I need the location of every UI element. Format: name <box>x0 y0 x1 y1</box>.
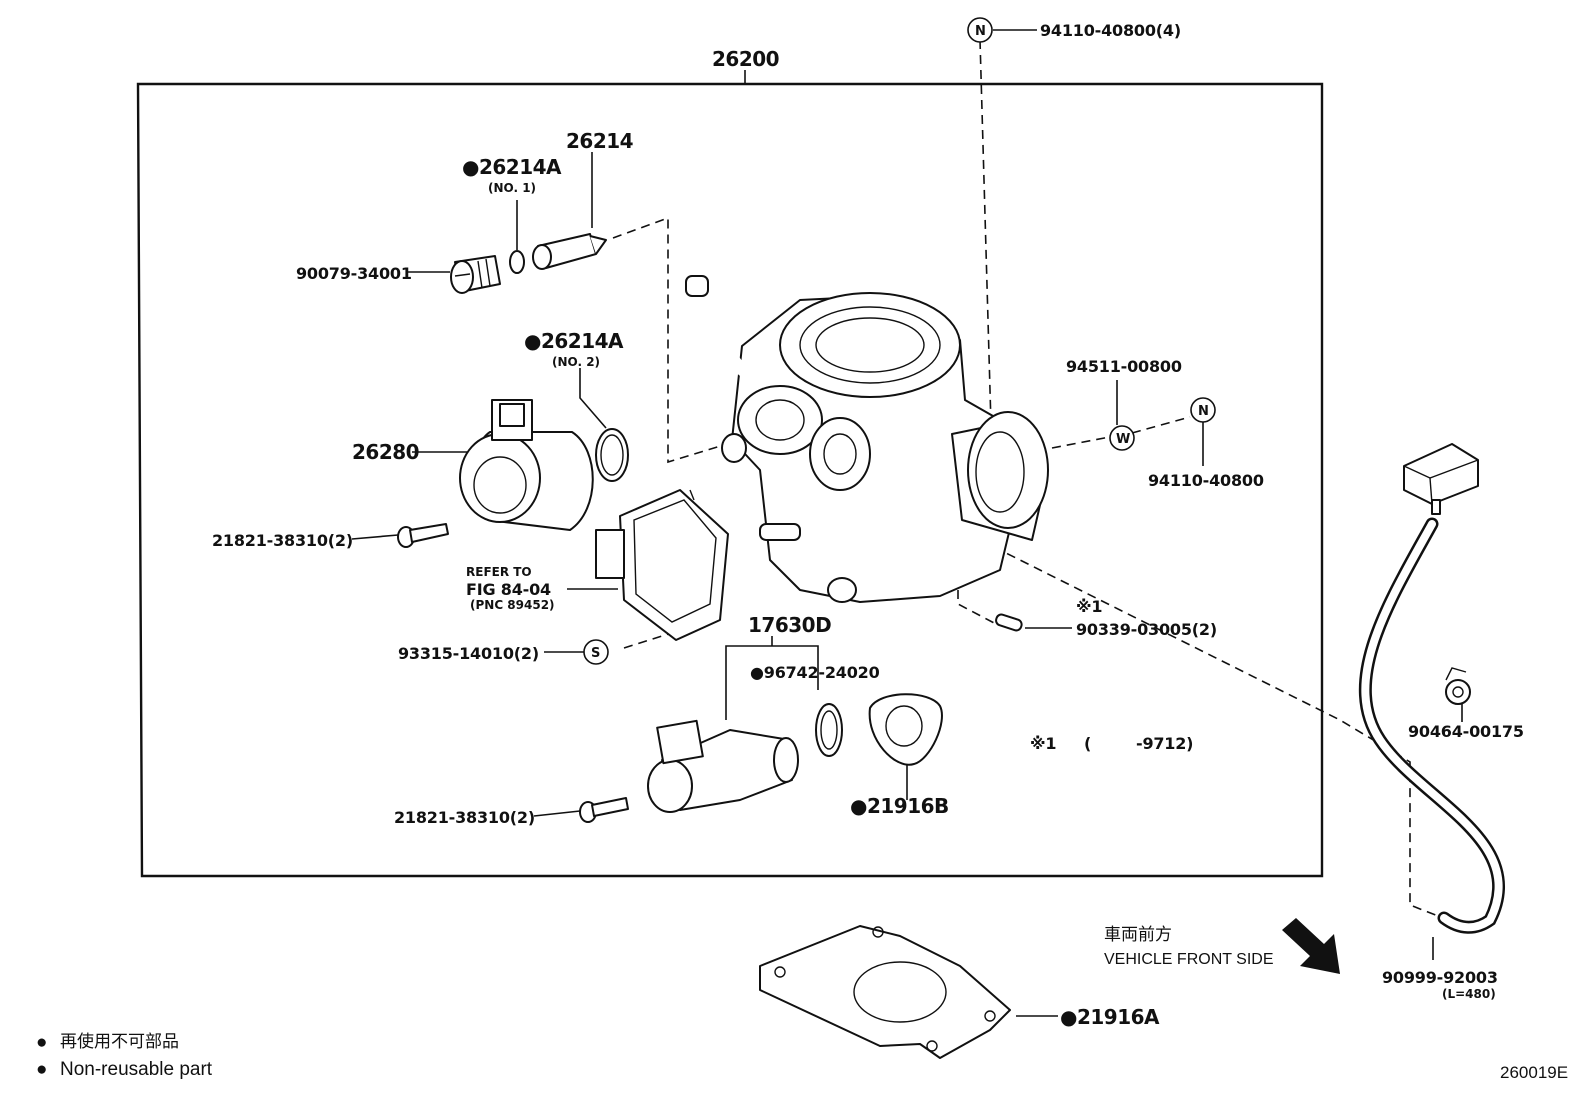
label-nut-side[interactable]: 94110-40800 <box>1148 471 1264 490</box>
label-pin-mark: ※1 <box>1076 597 1102 616</box>
legend: ● 再使用不可部品 ● Non-reusable part <box>36 1031 213 1080</box>
svg-text:W: W <box>1116 432 1130 447</box>
svg-text:N: N <box>975 24 986 39</box>
label-idle-screw[interactable]: 26214 <box>566 129 634 153</box>
part-iac-valve-17630D[interactable] <box>647 719 799 813</box>
label-screw-b[interactable]: 21821-38310(2) <box>394 808 535 827</box>
label-note-range: -9712) <box>1136 734 1193 753</box>
part-gasket-21916A[interactable] <box>759 925 1011 1059</box>
label-oring-no1-sub: (NO. 1) <box>488 181 536 195</box>
leader-lines <box>351 29 1463 1017</box>
legend-bullet-1: ● <box>36 1032 47 1053</box>
label-pin[interactable]: 90339-03005(2) <box>1076 620 1217 639</box>
label-assembly[interactable]: 26200 <box>712 47 780 71</box>
part-throttle-body[interactable] <box>685 275 1049 603</box>
legend-bullet-2: ● <box>36 1059 47 1080</box>
svg-text:N: N <box>1198 404 1209 419</box>
label-gasket-b[interactable]: ●21916B <box>850 794 949 818</box>
part-hose-90999[interactable] <box>1358 443 1505 934</box>
assembly-frame: 26200 <box>136 47 1324 878</box>
label-screw-s[interactable]: 93315-14010(2) <box>398 644 539 663</box>
label-refer-1: REFER TO <box>466 565 532 579</box>
part-screw-a[interactable] <box>397 523 449 548</box>
drawing-code: 260019E <box>1500 1063 1568 1082</box>
label-note-paren: ( <box>1084 734 1091 753</box>
part-plug-90079[interactable] <box>450 255 501 294</box>
label-screw-a[interactable]: 21821-38310(2) <box>212 531 353 550</box>
label-iac-valve[interactable]: 17630D <box>748 613 832 637</box>
screw-symbol: S <box>583 639 609 665</box>
label-sensor[interactable]: 26280 <box>352 440 420 464</box>
label-hose-sub: (L=480) <box>1442 987 1496 1001</box>
label-oring-no1[interactable]: ●26214A <box>462 155 563 179</box>
label-oring-iac[interactable]: ●96742-24020 <box>750 663 880 682</box>
front-direction-arrow <box>1282 918 1340 974</box>
part-sensor-26280[interactable] <box>459 399 594 531</box>
part-oring-iac[interactable] <box>815 703 843 757</box>
label-refer-2[interactable]: FIG 84-04 <box>466 580 551 599</box>
label-washer[interactable]: 94511-00800 <box>1066 357 1182 376</box>
part-screw-b[interactable] <box>579 797 629 823</box>
label-note-mark: ※1 <box>1030 734 1056 753</box>
label-hose[interactable]: 90999-92003 <box>1382 968 1498 987</box>
nut-symbol-top: N <box>967 17 993 43</box>
washer-symbol: W <box>1109 425 1135 451</box>
part-clip-90464[interactable] <box>1445 667 1471 705</box>
label-gasket-a[interactable]: ●21916A <box>1060 1005 1161 1029</box>
label-oring-no2-sub: (NO. 2) <box>552 355 600 369</box>
part-oring-no1[interactable] <box>509 250 525 274</box>
label-nut-top[interactable]: 94110-40800(4) <box>1040 21 1181 40</box>
legend-en: Non-reusable part <box>60 1059 213 1080</box>
nut-symbol-side: N <box>1190 397 1216 423</box>
part-pin-90339[interactable] <box>995 613 1023 632</box>
part-gasket-21916B[interactable] <box>868 693 943 766</box>
direction-jp: 車両前方 <box>1104 925 1172 945</box>
legend-jp: 再使用不可部品 <box>60 1031 179 1052</box>
label-oring-no2[interactable]: ●26214A <box>524 329 625 353</box>
svg-text:S: S <box>591 646 600 661</box>
label-clip[interactable]: 90464-00175 <box>1408 722 1524 741</box>
part-idle-screw-26214[interactable] <box>532 233 607 270</box>
label-refer-3: (PNC 89452) <box>470 598 555 612</box>
direction-en: VEHICLE FRONT SIDE <box>1104 951 1274 968</box>
label-plug[interactable]: 90079-34001 <box>296 264 412 283</box>
part-ecu-module[interactable] <box>595 489 729 641</box>
